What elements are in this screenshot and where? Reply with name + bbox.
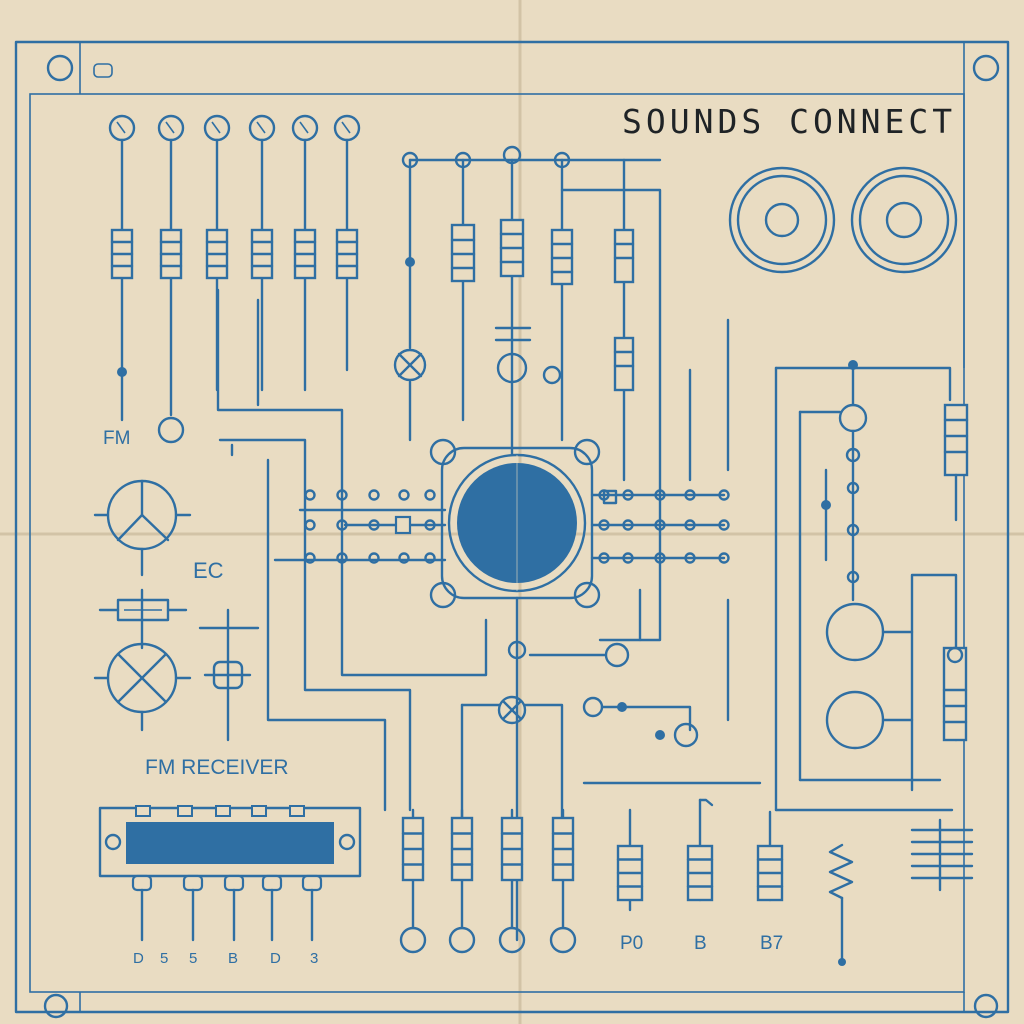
fm-label: FM bbox=[103, 428, 131, 449]
page-title: SOUNDS CONNECT bbox=[622, 102, 957, 141]
ic-pin-label: 5 bbox=[160, 950, 169, 967]
lamp-symbol bbox=[93, 642, 192, 732]
ic-pin-label: B bbox=[228, 950, 239, 967]
ic-pin-label: D bbox=[270, 950, 281, 967]
central-ic-chip bbox=[429, 438, 601, 609]
resistor-bank-left bbox=[108, 114, 361, 444]
speaker-left bbox=[728, 166, 836, 274]
corner-mount-hole-bottom-left bbox=[43, 993, 69, 1019]
terminal-label: P0 bbox=[620, 933, 644, 954]
transistor-symbol bbox=[198, 608, 260, 742]
fm-receiver-label: FM RECEIVER bbox=[145, 756, 289, 779]
terminal-label: B bbox=[694, 933, 707, 954]
wiring-bottom-center bbox=[460, 596, 699, 942]
corner-mount-hole-top-left bbox=[46, 54, 74, 82]
top-center-bus bbox=[393, 145, 730, 722]
corner-mark-icon bbox=[93, 63, 113, 78]
corner-mount-hole-top-right bbox=[972, 54, 1000, 82]
outer-border bbox=[14, 40, 1010, 1014]
ic-pin-label: D bbox=[133, 950, 144, 967]
wiring-right bbox=[582, 94, 974, 892]
ic-pin-label: 5 bbox=[189, 950, 198, 967]
fuse-component bbox=[98, 588, 188, 650]
speaker-right bbox=[850, 166, 958, 274]
inductor-coil-icon bbox=[828, 843, 854, 900]
ic-pin-label: 3 bbox=[310, 950, 319, 967]
ec-label: EC bbox=[193, 558, 224, 583]
connector-block-right bbox=[910, 818, 974, 892]
chip-pin-connections bbox=[304, 489, 730, 564]
wiring-left bbox=[216, 288, 488, 812]
corner-mount-hole-bottom-right bbox=[973, 993, 999, 1019]
fm-receiver-chip bbox=[98, 805, 362, 942]
terminal-label: B7 bbox=[760, 933, 784, 954]
meter-gauge bbox=[93, 479, 192, 577]
resistor-row-bottom bbox=[399, 798, 854, 966]
inner-border bbox=[29, 93, 965, 993]
